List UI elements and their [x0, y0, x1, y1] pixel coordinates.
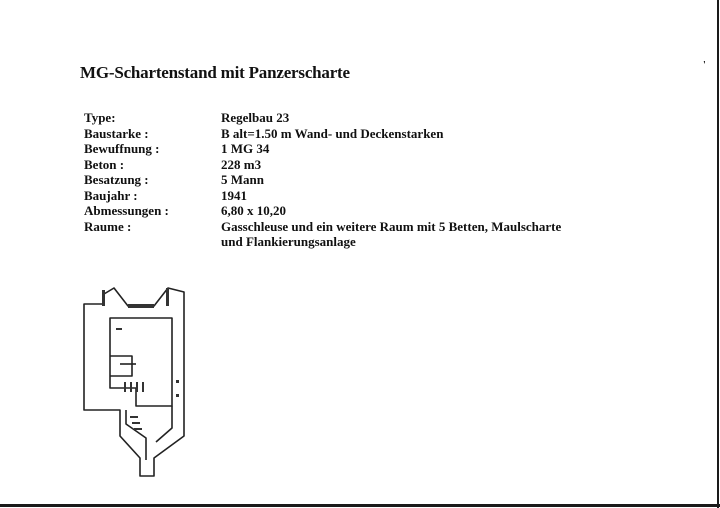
spec-value: 1941 — [221, 187, 247, 203]
spec-value: 5 Mann — [221, 172, 264, 187]
bunker-floor-plan — [83, 287, 185, 477]
spec-value: Gasschleuse und ein weitere Raum mit 5 B… — [221, 218, 562, 234]
page-title: MG-Schartenstand mit Panzerscharte — [80, 63, 350, 82]
spec-value: Regelbau 23 — [221, 110, 290, 125]
corner-mark: ' — [703, 60, 706, 71]
spec-value: 228 m3 — [221, 156, 262, 172]
spec-value: B alt=1.50 m Wand- und Deckenstarken — [221, 125, 444, 141]
spec-label: Bewuffnung : — [84, 141, 160, 156]
spec-value-continued: und Flankierungsanlage — [221, 234, 356, 249]
spec-label: Type: — [84, 110, 116, 125]
spec-label: Besatzung : — [84, 172, 149, 187]
spec-label: Beton : — [84, 156, 125, 172]
spec-value: 1 MG 34 — [221, 141, 270, 156]
page-edge-right — [717, 0, 719, 508]
spec-value: 6,80 x 10,20 — [221, 203, 286, 218]
spec-label: Abmessungen : — [84, 203, 169, 218]
page-edge-bottom — [0, 504, 720, 507]
spec-label: Raume : — [84, 218, 132, 234]
spec-label: Baujahr : — [84, 187, 138, 203]
spec-label: Baustarke : — [84, 125, 149, 141]
